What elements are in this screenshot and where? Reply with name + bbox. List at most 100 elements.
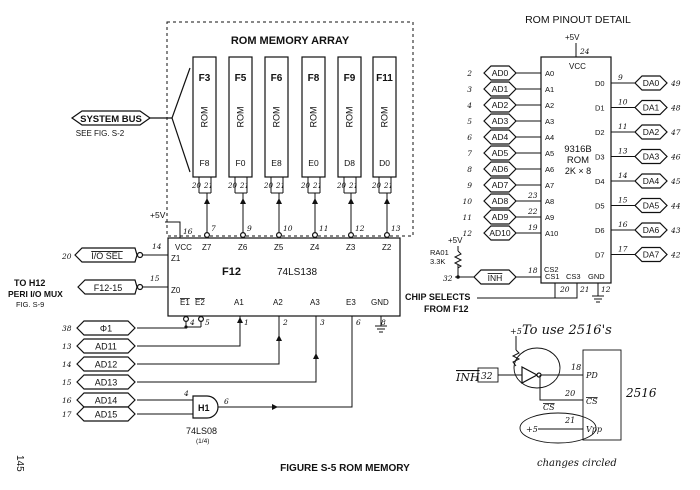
pinout-output-signal: DA1	[643, 103, 660, 113]
decoder-ref: F12	[222, 266, 241, 278]
hand-vpp: Vpp	[586, 425, 602, 434]
rom-pin21-label: 21	[275, 182, 285, 190]
figure-title: FIGURE S-5 ROM MEMORY	[280, 463, 410, 474]
rom-chip-top-label: F9	[344, 73, 356, 84]
input-conn-pin: 14	[62, 360, 72, 369]
input-arrow	[276, 335, 282, 341]
decoder-bottom-label: E1	[180, 298, 190, 307]
pinout-output-connector	[634, 222, 668, 238]
f12-15-label: F12-15	[94, 283, 123, 293]
pinout-input-conn: 6	[467, 133, 472, 142]
input-signal: AD14	[95, 396, 118, 406]
rom-chip-address: E0	[308, 158, 319, 168]
input-conn-pin: 16	[62, 396, 72, 405]
decoder-output-pin: 10	[283, 224, 293, 233]
pinout-output-conn: 47	[670, 128, 681, 137]
pinout-output-pin: 10	[618, 98, 628, 107]
z0-label: Z0	[171, 286, 181, 295]
rom-array-box	[166, 21, 414, 237]
pinout-output-name: D1	[595, 104, 605, 113]
input-connector	[76, 338, 136, 354]
decoder-output-bubble	[276, 232, 283, 239]
pinout-output-pin: 11	[618, 122, 628, 131]
pinout-input-signal: AD10	[489, 228, 511, 238]
pinout-vcc-pin: 24	[579, 47, 590, 56]
rom-chip	[228, 56, 253, 178]
rom-select-arrow	[276, 198, 282, 204]
decoder-supply: +5V	[150, 210, 166, 220]
pinout-input-name: A10	[545, 229, 558, 238]
enable-bubble	[183, 316, 190, 323]
decoder-output-pin: 7	[211, 224, 216, 233]
pinout-input-name: A2	[545, 101, 554, 110]
rom-chip-address: D8	[344, 158, 355, 168]
input-conn-pin: 13	[62, 342, 72, 351]
pinout-input-signal: AD3	[492, 116, 509, 126]
resistor-value: 3.3K	[430, 257, 445, 266]
rom-chip-type: ROM	[345, 107, 355, 128]
rom-pin20-label: 20	[336, 182, 346, 190]
io-sel-label: I/O SEL	[91, 251, 123, 261]
decoder-bottom-pin: 6	[356, 318, 361, 327]
decoder-bottom-pin: 2	[282, 318, 288, 327]
and-gate-pin-out: 6	[224, 397, 229, 406]
pinout-output-name: D2	[595, 128, 605, 137]
decoder-bottom-label: A3	[310, 298, 320, 307]
pinout-input-pin: 23	[527, 191, 538, 200]
rom-pin20-label: 20	[371, 182, 381, 190]
hand-2516-box	[582, 349, 622, 441]
and-gate-out-arrow	[272, 404, 278, 410]
pinout-input-name: A8	[545, 197, 554, 206]
input-connector	[76, 374, 136, 390]
pinout-vcc-label: VCC	[569, 62, 586, 71]
pinout-input-signal: AD9	[492, 212, 509, 222]
chip-selects-label-1: CHIP SELECTS	[405, 292, 470, 302]
pinout-input-signal: AD8	[492, 196, 509, 206]
rom-pin20-label: 20	[263, 182, 273, 190]
z0-pin: 15	[150, 274, 160, 283]
hand-circle-resistor	[513, 347, 561, 389]
chip-select-cs3-wire	[555, 283, 578, 299]
pinout-output-conn: 46	[670, 153, 681, 162]
pinout-input-name: A0	[545, 69, 554, 78]
decoder-gnd-symbol	[375, 325, 387, 333]
decoder-bottom-pin: 8	[381, 318, 386, 327]
pinout-gnd-label: GND	[588, 272, 605, 281]
input-signal: AD11	[95, 342, 117, 352]
input-connector	[76, 356, 136, 372]
rom-chip-type: ROM	[272, 107, 282, 128]
hand-cs-right: CS	[586, 397, 598, 406]
pinout-output-conn: 42	[670, 251, 681, 260]
decoder-vcc-pin: 16	[183, 227, 193, 236]
decoder-bottom-pin: 3	[320, 318, 325, 327]
decoder-output-pin: 9	[247, 224, 252, 233]
f12-15-connector	[77, 279, 138, 295]
resistor-ref: RA01	[430, 248, 449, 257]
decoder-bottom-label: GND	[371, 298, 389, 307]
hand-inverter	[521, 366, 539, 384]
rom-chip	[301, 56, 326, 178]
input-signal: AD13	[95, 378, 118, 388]
pinout-output-name: D3	[595, 153, 605, 162]
hand-cs-left: CS	[543, 403, 555, 412]
pinout-output-pin: 15	[618, 196, 628, 205]
rom-select-arrow	[384, 198, 390, 204]
pinout-input-signal: AD1	[492, 84, 509, 94]
pinout-supply: +5V	[565, 33, 580, 42]
pinout-input-conn: 2	[466, 69, 472, 78]
decoder-output-name: Z7	[202, 243, 212, 252]
hand-conn: 32	[481, 372, 493, 382]
system-bus-label: SYSTEM BUS	[80, 114, 142, 125]
io-sel-connector	[74, 247, 138, 263]
io-sel-pin: 20	[61, 252, 72, 261]
pinout-output-signal: DA4	[643, 176, 660, 186]
pinout-output-signal: DA3	[643, 152, 660, 162]
pinout-input-conn: 10	[462, 197, 472, 206]
rom-chip-address: E8	[271, 158, 282, 168]
pinout-pin21: 21	[579, 285, 590, 294]
hand-part: 2516	[625, 386, 657, 400]
